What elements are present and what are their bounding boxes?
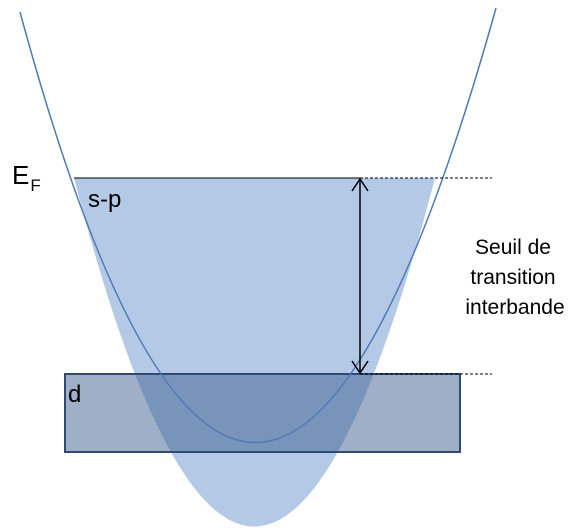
threshold-arrow-head-top [351,177,369,192]
threshold-label-line3: interbande [465,296,564,319]
threshold-arrow-head-bottom [351,360,369,375]
occupied-sp-region [74,178,435,527]
d-band-rect [64,373,461,453]
sp-band-label: s-p [88,186,121,213]
fermi-level-label: EF [12,160,41,195]
sp-band-parabola [19,7,497,443]
d-band-label: d [68,381,81,408]
threshold-label-line1: Seuil de [475,236,551,259]
fermi-level-subscript: F [30,176,40,195]
threshold-label-line2: transition [470,266,555,289]
